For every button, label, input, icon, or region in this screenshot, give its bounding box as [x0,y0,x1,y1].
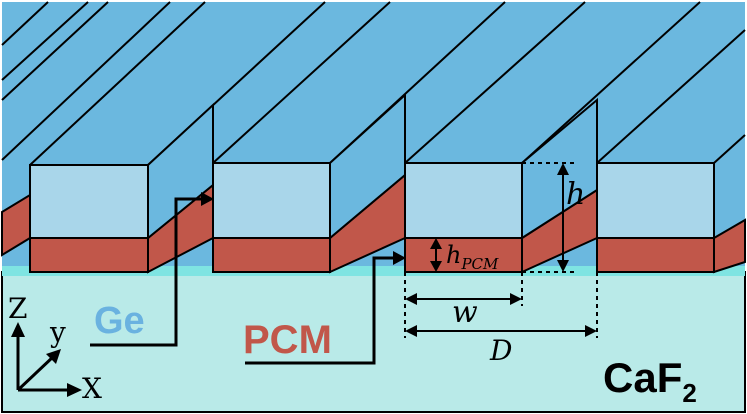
substrate-label: CaF2 [603,354,697,408]
axis-z-label: Z [8,292,27,325]
pcm-height-label: hPCM [446,241,499,273]
width-label: w [452,295,478,330]
height-label: h [566,177,585,212]
callouts [90,197,398,365]
stripe-edges [1,1,746,166]
pcm-callout-line [245,256,398,365]
axes [11,322,82,397]
axis-y-label: y [49,316,66,349]
ge-callout-line [90,197,205,347]
ridge-3 [404,162,523,273]
period-label: D [489,334,512,367]
ridge-1 [29,164,149,273]
ge-label: Ge [94,300,145,342]
ridge-4 [596,162,715,273]
ridge-2 [212,162,331,273]
pcm-callout-arrowhead [393,251,406,265]
ge-callout-arrowhead [201,192,214,206]
dimensions [404,162,598,338]
axis-x-label: X [82,372,102,405]
pcm-label: PCM [243,318,332,362]
